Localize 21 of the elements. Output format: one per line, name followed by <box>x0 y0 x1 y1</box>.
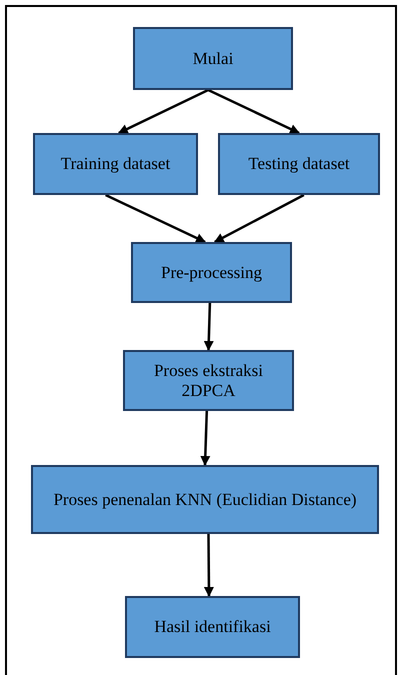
arrow <box>214 194 304 244</box>
process-box <box>131 242 292 303</box>
process-box <box>31 465 379 534</box>
process-box <box>125 596 300 658</box>
box-label: Hasil identifikasi <box>154 617 271 637</box>
arrow <box>200 410 210 466</box>
process-box <box>218 133 380 195</box>
box-label: Proses penenalan KNN (Euclidian Distance) <box>53 490 357 510</box>
box-label: Pre-processing <box>160 262 262 282</box>
arrow <box>118 88 209 134</box>
arrow <box>208 88 300 134</box>
box-label: Training dataset <box>60 154 170 174</box>
box-label: Mulai <box>192 48 234 68</box>
box-label: Testing dataset <box>248 154 350 174</box>
arrow <box>105 194 206 244</box>
process-box <box>123 350 294 411</box>
process-box <box>33 133 198 195</box>
arrow <box>204 302 214 351</box>
box-label: Proses ekstraksi 2DPCA <box>152 360 264 400</box>
process-box <box>133 27 293 90</box>
arrow <box>204 534 214 597</box>
